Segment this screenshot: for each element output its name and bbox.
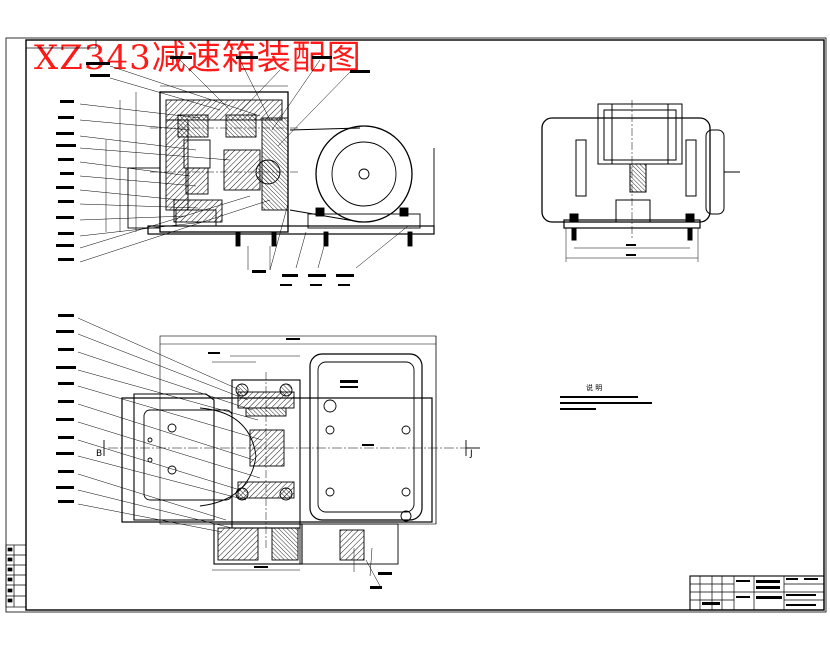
plan-view: [108, 335, 470, 571]
sheet-border: [5, 37, 827, 613]
title-block: [689, 575, 825, 611]
section-markers: [103, 440, 480, 456]
revision-strip: [5, 544, 27, 608]
plan-view-leaders: [77, 317, 381, 587]
motor-side-view: [541, 100, 740, 262]
front-section-view: [105, 85, 435, 270]
front-view-callouts: [56, 56, 370, 286]
section-mark-left: B: [96, 449, 102, 459]
drawing-title: XZ343减速箱装配图: [34, 38, 362, 78]
motor-view-dimension-labels: [626, 244, 636, 256]
notes-heading: 说 明: [586, 383, 602, 392]
notes-text: [560, 396, 652, 410]
plan-view-callouts: [56, 314, 392, 589]
front-view-leaders: [79, 59, 409, 271]
section-mark-right: J: [469, 449, 473, 459]
title-block-text: [702, 578, 818, 606]
